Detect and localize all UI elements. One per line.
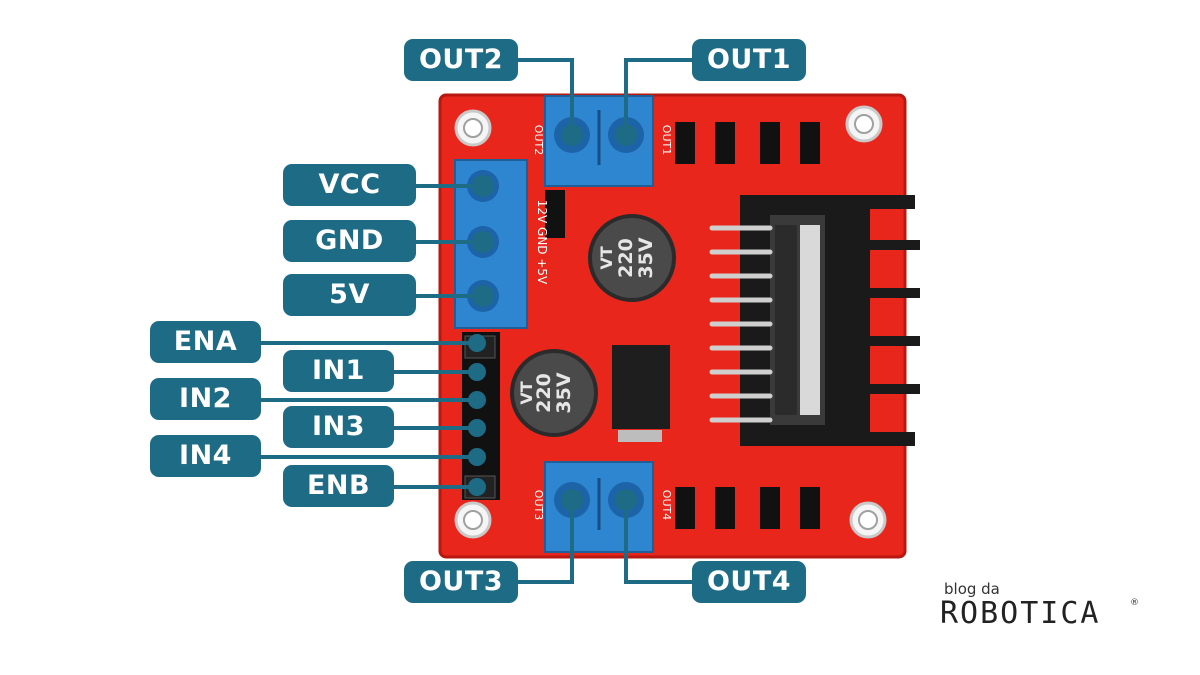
driver-pins: [709, 225, 773, 423]
label-in1: IN1: [283, 350, 394, 392]
mounting-holes: [454, 105, 887, 539]
logo-registered-mark: ®: [1130, 598, 1139, 608]
silk-out4: OUT4: [660, 490, 673, 520]
cap2-voltage: 35V: [553, 372, 575, 413]
jumper-5v: [545, 190, 565, 238]
logo-main-text: ROBOTICA: [940, 596, 1101, 631]
control-header: [462, 332, 500, 500]
label-out1: OUT1: [692, 39, 806, 81]
terminal-out3-out4: [544, 461, 654, 553]
silk-power: 12V GND +5V: [535, 200, 549, 285]
label-enb: ENB: [283, 465, 394, 507]
diodes-bottom: [675, 487, 820, 529]
cap1-series: VT: [597, 246, 616, 269]
diodes-top: [675, 122, 820, 164]
cap1-value: 220: [615, 238, 637, 278]
label-connectors: [260, 58, 692, 584]
connector-dots: [468, 124, 637, 511]
cap1-voltage: 35V: [635, 237, 657, 278]
cap2-series: VT: [517, 381, 536, 404]
label-gnd: GND: [283, 220, 416, 262]
logo-top-text: blog da: [944, 580, 1000, 598]
label-in3: IN3: [283, 406, 394, 448]
heatsink: [740, 195, 920, 446]
label-out4: OUT4: [692, 561, 806, 603]
label-in4: IN4: [150, 435, 261, 477]
cap2-value: 220: [533, 373, 555, 413]
terminal-out1-out2: [544, 95, 654, 187]
label-out2: OUT2: [404, 39, 518, 81]
voltage-regulator: [612, 345, 670, 442]
silk-out3: OUT3: [532, 490, 545, 520]
capacitor-1: 220 35V VT: [588, 214, 676, 302]
silk-out1: OUT1: [660, 125, 673, 155]
label-5v: 5V: [283, 274, 416, 316]
capacitor-2: 220 35V VT: [510, 349, 598, 437]
blog-da-robotica-logo: blog da ROBOTICA ®: [940, 578, 1140, 638]
label-vcc: VCC: [283, 164, 416, 206]
label-ena: ENA: [150, 321, 261, 363]
label-out3: OUT3: [404, 561, 518, 603]
silk-out2: OUT2: [532, 125, 545, 155]
label-in2: IN2: [150, 378, 261, 420]
